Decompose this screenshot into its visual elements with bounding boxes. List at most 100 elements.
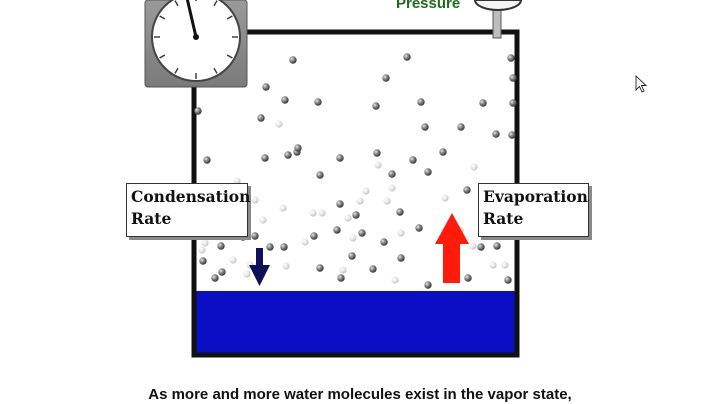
vapor-molecule — [281, 96, 289, 104]
vapor-molecule — [316, 264, 324, 272]
vapor-molecule — [424, 168, 432, 176]
vapor-molecule — [417, 98, 425, 106]
vapor-molecule-faint — [339, 266, 347, 274]
vapor-molecule-faint — [397, 229, 405, 237]
pressure-label: Pressure — [396, 0, 461, 12]
vapor-molecule — [217, 242, 225, 250]
vapor-molecule-faint — [279, 204, 287, 212]
vapor-molecule — [314, 98, 322, 106]
vapor-molecule-faint — [374, 161, 382, 169]
vapor-molecule — [477, 243, 485, 251]
vapor-molecule — [261, 154, 269, 162]
vapor-molecule — [294, 144, 302, 152]
vapor-molecule-faint — [251, 196, 259, 204]
vapor-molecule — [380, 238, 388, 246]
vapor-molecule-faint — [388, 184, 396, 192]
gauge-needle — [185, 0, 198, 39]
vapor-molecule — [369, 265, 377, 273]
vapor-molecule — [352, 211, 360, 219]
vapor-molecule — [358, 229, 366, 237]
vapor-molecule-faint — [198, 246, 206, 254]
vapor-molecule-faint — [301, 238, 309, 246]
vapor-molecule — [509, 99, 517, 107]
vapor-molecule-faint — [243, 270, 251, 278]
vapor-molecule-faint — [362, 187, 370, 195]
vapor-molecule-faint — [489, 261, 497, 269]
water-liquid — [194, 291, 517, 355]
vapor-molecule — [218, 268, 226, 276]
caption: As more and more water molecules exist i… — [148, 386, 572, 403]
evaporation-rate-label: Evaporation Rate — [478, 183, 589, 237]
vapor-molecule — [257, 114, 265, 122]
vapor-molecule — [396, 208, 404, 216]
vapor-molecule-faint — [309, 209, 317, 217]
condensation-rate-label: Condensation Rate — [126, 183, 251, 237]
vapor-molecule-faint — [275, 120, 283, 128]
pressure-gauge-icon — [473, 0, 523, 39]
vapor-molecule — [457, 123, 465, 131]
gauge-icon — [144, 0, 248, 88]
mouse-pointer-icon — [635, 74, 648, 93]
vapor-molecule — [194, 107, 202, 115]
container-wall — [191, 29, 520, 358]
vapor-molecule — [508, 131, 516, 139]
vapor-molecule — [509, 74, 517, 82]
vapor-molecule-faint — [383, 197, 391, 205]
vapor-molecule — [203, 156, 211, 164]
vapor-molecule-faint — [469, 242, 477, 250]
vapor-molecule-faint — [501, 261, 509, 269]
vapor-molecule — [421, 123, 429, 131]
vapor-molecule — [336, 154, 344, 162]
vapor-molecule — [262, 83, 270, 91]
vapor-molecule — [492, 130, 500, 138]
vapor-molecule — [280, 243, 288, 251]
vapor-molecule — [382, 74, 390, 82]
vapor-molecule — [464, 274, 472, 282]
vapor-molecule — [333, 226, 341, 234]
vapor-molecule — [266, 243, 274, 251]
vapor-molecule — [397, 254, 405, 262]
vapor-molecule-faint — [201, 239, 209, 247]
vapor-molecule-faint — [356, 197, 364, 205]
vapor-molecule — [463, 186, 471, 194]
vapor-molecule — [403, 53, 411, 61]
vapor-molecule — [479, 99, 487, 107]
vapor-molecule — [507, 54, 515, 62]
vapor-molecule — [409, 156, 417, 164]
vapor-molecule-faint — [344, 214, 352, 222]
vapor-molecule — [310, 232, 318, 240]
vapor-molecules — [194, 53, 517, 289]
vapor-molecule-faint — [229, 256, 237, 264]
condensation-label-line1: Condensation — [131, 187, 251, 206]
vapor-molecule — [372, 102, 380, 110]
vapor-molecule-faint — [349, 234, 357, 242]
vapor-molecule — [337, 274, 345, 282]
condensation-label-line2: Rate — [131, 209, 172, 228]
vapor-molecule — [493, 242, 501, 250]
vapor-molecule-faint — [259, 216, 267, 224]
vapor-molecule — [439, 148, 447, 156]
vapor-molecule-faint — [282, 262, 290, 270]
vapor-molecule — [199, 257, 207, 265]
vapor-molecule-faint — [441, 194, 449, 202]
vapor-molecule-faint — [391, 276, 399, 284]
vapor-molecule — [211, 274, 219, 282]
vapor-molecule — [388, 170, 396, 178]
vapor-molecule — [336, 200, 344, 208]
vapor-molecule — [251, 232, 259, 240]
vapor-molecule-faint — [233, 177, 241, 185]
evaporation-label-line1: Evaporation — [483, 187, 588, 206]
vapor-molecule — [289, 56, 297, 64]
vapor-molecule-faint — [470, 163, 478, 171]
condensation-arrow-icon — [249, 248, 270, 286]
vapor-molecule-faint — [318, 209, 326, 217]
vapor-molecule — [316, 171, 324, 179]
vapor-molecule — [415, 224, 423, 232]
vapor-molecule — [373, 149, 381, 157]
evaporation-label-line2: Rate — [483, 209, 524, 228]
evaporation-arrow-icon — [435, 213, 469, 283]
vapor-molecule — [504, 276, 512, 284]
vapor-molecule — [424, 281, 432, 289]
vapor-molecule — [284, 151, 292, 159]
